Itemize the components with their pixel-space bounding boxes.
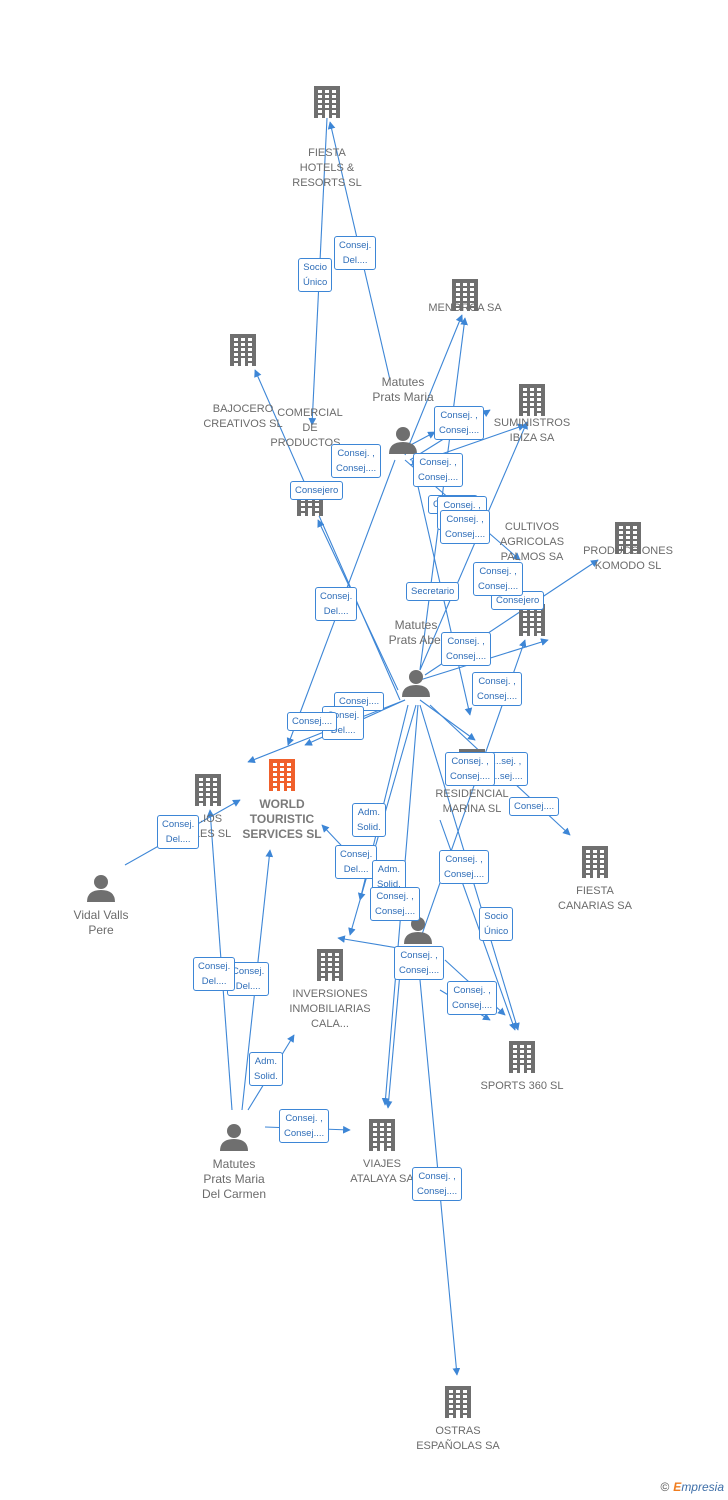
node-label-suministros[interactable]: SUMINISTROS IBIZA SA bbox=[493, 417, 571, 444]
edge-role-label[interactable]: Consej. , Consej.... bbox=[440, 510, 491, 544]
brand-footer[interactable]: ©Empresia bbox=[660, 1480, 724, 1494]
node-label-inversiones[interactable]: INVERSIONES INMOBILIARIAS CALA... bbox=[289, 988, 371, 1030]
building-icon-viajes[interactable] bbox=[369, 1119, 395, 1151]
relationship-edge bbox=[419, 317, 468, 671]
brand-name: mpresia bbox=[681, 1480, 724, 1494]
edge-role-label[interactable]: Socio Único bbox=[479, 907, 514, 941]
edge-role-label[interactable]: Consej. Del.... bbox=[193, 957, 236, 991]
node-label-viajes[interactable]: VIAJES ATALAYA SA bbox=[350, 1158, 414, 1185]
node-label-bajocero[interactable]: BAJOCERO CREATIVOS SL bbox=[203, 403, 283, 430]
node-label-matutes-carmen[interactable]: Matutes Prats Maria Del Carmen bbox=[201, 1157, 267, 1201]
building-icon-fiesta-canarias[interactable] bbox=[582, 846, 608, 878]
relationship-edge bbox=[317, 519, 399, 691]
relationship-edge bbox=[419, 699, 476, 741]
edge-role-label[interactable]: Consej. , Consej.... bbox=[413, 453, 464, 487]
building-icon-bajocero[interactable] bbox=[230, 334, 256, 366]
copyright-icon: © bbox=[660, 1480, 670, 1494]
building-icon-inversiones[interactable] bbox=[317, 949, 343, 981]
edge-role-label[interactable]: Consej. , Consej.... bbox=[279, 1109, 330, 1143]
person-icon-matutes-maria[interactable] bbox=[389, 427, 417, 454]
node-label-matutes-maria[interactable]: Matutes Prats Maria bbox=[372, 375, 434, 404]
edge-role-label[interactable]: Consej. , Consej.... bbox=[434, 406, 485, 440]
relationship-edge bbox=[404, 314, 463, 456]
building-icon-producciones[interactable] bbox=[615, 522, 641, 554]
edge-role-label[interactable]: Consej. , Consej.... bbox=[412, 1167, 463, 1201]
building-icon-suministros[interactable] bbox=[519, 384, 545, 416]
person-icon-vidal[interactable] bbox=[87, 875, 115, 902]
edge-role-label[interactable]: Secretario bbox=[406, 582, 460, 601]
edge-role-label[interactable]: Consej. , Consej.... bbox=[445, 752, 496, 786]
building-icon-world[interactable] bbox=[269, 759, 295, 791]
edge-role-label[interactable]: Consej. , Consej.... bbox=[394, 946, 445, 980]
node-label-cultivos[interactable]: CULTIVOS AGRICOLAS PALMOS SA bbox=[499, 521, 565, 563]
brand-initial: E bbox=[673, 1480, 682, 1494]
relationship-edge bbox=[419, 421, 528, 671]
node-label-sports[interactable]: SPORTS 360 SL bbox=[480, 1080, 564, 1092]
person-icon-matutes-carmen[interactable] bbox=[220, 1124, 248, 1151]
edge-role-label[interactable]: Adm. Solid. bbox=[249, 1052, 283, 1086]
edge-role-label[interactable]: Consej. , Consej.... bbox=[441, 632, 492, 666]
node-label-producciones[interactable]: PRODUCCIONES KOMODO SL bbox=[583, 545, 673, 572]
edge-role-label[interactable]: Consej. Del.... bbox=[334, 236, 377, 270]
node-label-fiesta-hotels[interactable]: FIESTA HOTELS & RESORTS SL bbox=[292, 147, 362, 189]
edge-role-label[interactable]: Consej. , Consej.... bbox=[370, 887, 421, 921]
building-icon-menorca[interactable] bbox=[452, 279, 478, 311]
edge-role-label[interactable]: Consej. Del.... bbox=[157, 815, 200, 849]
edge-role-label[interactable]: Socio Único bbox=[298, 258, 333, 292]
building-icon-rios[interactable] bbox=[195, 774, 221, 806]
relationship-edge bbox=[254, 369, 401, 701]
edge-role-label[interactable]: Consej. , Consej.... bbox=[472, 672, 523, 706]
building-icon-fiesta-hotels[interactable] bbox=[314, 86, 340, 118]
person-icon-matutes-abel[interactable] bbox=[402, 670, 430, 697]
edge-role-label[interactable]: Consej. , Consej.... bbox=[439, 850, 490, 884]
node-label-residencial[interactable]: RESIDENCIAL MARINA SL bbox=[435, 788, 509, 815]
edge-role-label[interactable]: Consej.... bbox=[287, 712, 338, 731]
edge-role-label[interactable]: Consej. Del.... bbox=[315, 587, 358, 621]
nodes-layer bbox=[87, 86, 641, 1418]
node-label-menorca[interactable]: MENORCA SA bbox=[428, 302, 502, 314]
node-label-matutes-abel[interactable]: Matutes Prats Abel bbox=[388, 618, 444, 647]
node-label-comercial[interactable]: COMERCIAL DE PRODUCTOS... bbox=[270, 407, 350, 449]
person-icon-matutes-garcia[interactable] bbox=[404, 917, 432, 944]
node-label-world[interactable]: WORLD TOURISTIC SERVICES SL bbox=[242, 797, 322, 841]
node-label-vidal[interactable]: Vidal Valls Pere bbox=[73, 908, 129, 937]
node-label-ostras[interactable]: OSTRAS ESPAÑOLAS SA bbox=[416, 1425, 500, 1452]
building-icon-sports[interactable] bbox=[509, 1041, 535, 1073]
building-icon-ostras[interactable] bbox=[445, 1386, 471, 1418]
node-label-fiesta-canarias[interactable]: FIESTA CANARIAS SA bbox=[558, 885, 632, 912]
edge-role-label[interactable]: Consej. , Consej.... bbox=[447, 981, 498, 1015]
edge-role-label[interactable]: Consej. Del.... bbox=[322, 706, 365, 740]
edge-role-label[interactable]: Consej. Del.... bbox=[335, 845, 378, 879]
edge-role-label[interactable]: Consej.... bbox=[509, 797, 560, 816]
edge-role-label[interactable]: Consej. , Consej.... bbox=[331, 444, 382, 478]
edge-role-label[interactable]: Adm. Solid. bbox=[352, 803, 386, 837]
edge-role-label[interactable]: Consej. , Consej.... bbox=[473, 562, 524, 596]
edge-role-label[interactable]: Consejero bbox=[290, 481, 344, 500]
